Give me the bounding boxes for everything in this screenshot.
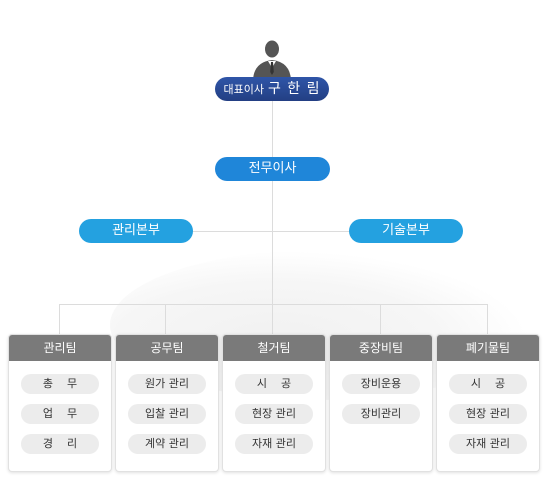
team-function: 원가 관리 <box>128 374 206 394</box>
team-card-heavy-equipment: 중장비팀 장비운용 장비관리 <box>329 334 433 472</box>
team-card-admin: 관리팀 총 무 업 무 경 리 <box>8 334 112 472</box>
team-function: 자재 관리 <box>235 434 313 454</box>
connector-team-1 <box>59 304 60 334</box>
team-function: 경 리 <box>21 434 99 454</box>
team-function: 장비관리 <box>342 404 420 424</box>
team-function: 계약 관리 <box>128 434 206 454</box>
team-function: 자재 관리 <box>449 434 527 454</box>
connector-team-2 <box>165 304 166 334</box>
team-card-engineering: 공무팀 원가 관리 입찰 관리 계약 관리 <box>115 334 219 472</box>
division-tech-node: 기술본부 <box>349 219 463 243</box>
ceo-title: 대표이사 <box>223 83 264 96</box>
division-admin-node: 관리본부 <box>79 219 193 243</box>
ceo-name: 구 한 림 <box>267 81 321 97</box>
person-silhouette-icon <box>253 40 291 80</box>
connector-divisions-horizontal <box>136 231 408 232</box>
executive-node: 전무이사 <box>215 157 330 181</box>
team-function: 현장 관리 <box>235 404 313 424</box>
connector-team-3 <box>272 304 273 334</box>
team-function: 입찰 관리 <box>128 404 206 424</box>
team-title: 중장비팀 <box>330 335 432 361</box>
team-title: 관리팀 <box>9 335 111 361</box>
team-card-demolition: 철거팀 시 공 현장 관리 자재 관리 <box>222 334 326 472</box>
team-function: 장비운용 <box>342 374 420 394</box>
team-title: 공무팀 <box>116 335 218 361</box>
team-card-waste: 폐기물팀 시 공 현장 관리 자재 관리 <box>436 334 540 472</box>
connector-team-4 <box>380 304 381 334</box>
team-function: 업 무 <box>21 404 99 424</box>
connector-team-5 <box>487 304 488 334</box>
connector-teams-horizontal <box>59 304 487 305</box>
team-title: 폐기물팀 <box>437 335 539 361</box>
team-function: 시 공 <box>235 374 313 394</box>
team-title: 철거팀 <box>223 335 325 361</box>
team-function: 시 공 <box>449 374 527 394</box>
connector-main-vertical <box>272 100 273 304</box>
team-function: 현장 관리 <box>449 404 527 424</box>
team-function: 총 무 <box>21 374 99 394</box>
